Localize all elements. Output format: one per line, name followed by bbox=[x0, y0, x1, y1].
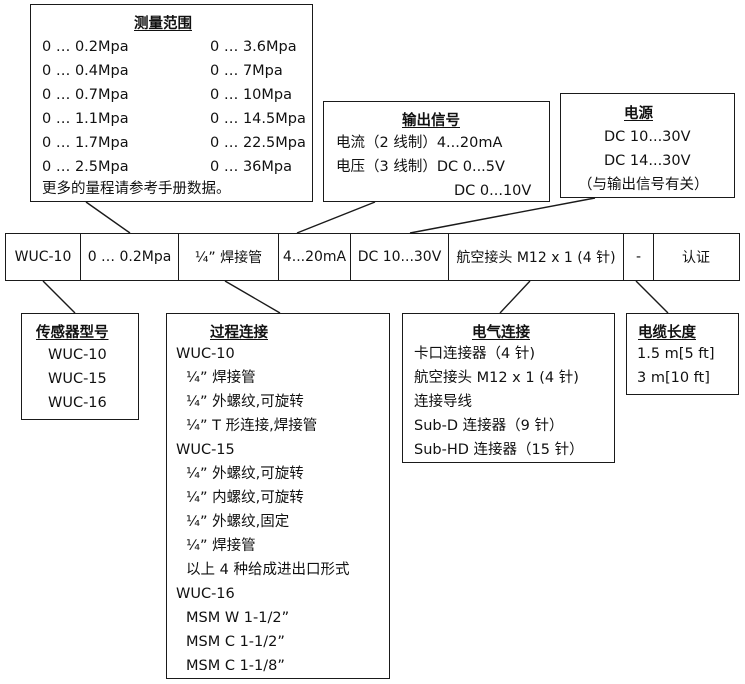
process-line: ¼” 焊接管 bbox=[186, 538, 256, 554]
model-cell-range: 0 … 0.2Mpa bbox=[81, 234, 179, 280]
cable-line: 3 m[10 ft] bbox=[637, 370, 710, 386]
process-line: ¼” 外螺纹,固定 bbox=[186, 514, 290, 530]
electric-line: 卡口连接器（4 针) bbox=[414, 346, 535, 362]
connector-sensor bbox=[42, 280, 76, 314]
range-item: 0 … 3.6Mpa bbox=[210, 39, 297, 55]
process-line: ¼” 焊接管 bbox=[186, 370, 256, 386]
connector-range bbox=[85, 201, 131, 234]
range-item: 0 … 7Mpa bbox=[210, 63, 283, 79]
process-line: ¼” T 形连接,焊接管 bbox=[186, 418, 318, 434]
process-box-title: 过程连接 bbox=[210, 325, 268, 341]
process-line: ¼” 外螺纹,可旋转 bbox=[186, 394, 304, 410]
process-line: MSM W 1-1/2” bbox=[186, 610, 290, 626]
output-box bbox=[323, 101, 550, 202]
cable-box-title: 电缆长度 bbox=[638, 325, 696, 341]
model-cell-certification: 认证 bbox=[682, 250, 710, 266]
range-item: 0 … 2.5Mpa bbox=[42, 159, 129, 175]
model-cell-output: 4...20mA bbox=[279, 234, 351, 280]
output-line: 电流（2 线制）4...20mA bbox=[336, 135, 503, 151]
power-line: DC 10...30V bbox=[604, 129, 691, 145]
range-item: 0 … 1.7Mpa bbox=[42, 135, 129, 151]
range-item: 0 … 0.2Mpa bbox=[42, 39, 129, 55]
connector-output bbox=[296, 201, 376, 234]
electric-line: 航空接头 M12 x 1 (4 针) bbox=[414, 370, 579, 386]
cable-box bbox=[626, 313, 739, 395]
connector-electric bbox=[499, 280, 531, 314]
range-item: 0 … 10Mpa bbox=[210, 87, 292, 103]
output-box-title: 输出信号 bbox=[402, 113, 460, 129]
process-line: WUC-10 bbox=[176, 346, 235, 362]
model-cell-sensor: WUC-10 bbox=[6, 234, 81, 280]
process-box bbox=[166, 313, 390, 679]
output-line: 电压（3 线制）DC 0...5V bbox=[336, 159, 505, 175]
electric-line: Sub-HD 连接器（15 针） bbox=[414, 442, 584, 458]
process-line: 以上 4 种给成进出口形式 bbox=[186, 562, 350, 578]
model-cell-power: DC 10...30V bbox=[351, 234, 449, 280]
connector-process bbox=[224, 280, 281, 314]
power-line: DC 14...30V bbox=[604, 153, 691, 169]
cable-line: 1.5 m[5 ft] bbox=[637, 346, 715, 362]
process-line: ¼” 外螺纹,可旋转 bbox=[186, 466, 304, 482]
electric-line: Sub-D 连接器（9 针） bbox=[414, 418, 564, 434]
sensor-model: WUC-10 bbox=[48, 347, 107, 363]
process-line: WUC-16 bbox=[176, 586, 235, 602]
model-cell-electric: 航空接头 M12 x 1 (4 针) bbox=[449, 234, 624, 280]
range-item: 0 … 0.4Mpa bbox=[42, 63, 129, 79]
process-line: WUC-15 bbox=[176, 442, 235, 458]
range-item: 0 … 0.7Mpa bbox=[42, 87, 129, 103]
electric-line: 连接导线 bbox=[414, 394, 472, 410]
model-cell-process: ¼” 焊接管 bbox=[179, 234, 279, 280]
output-line: DC 0...10V bbox=[454, 183, 532, 199]
power-line: （与输出信号有关） bbox=[578, 177, 709, 193]
connector-power bbox=[409, 197, 596, 234]
range-note: 更多的量程请参考手册数据。 bbox=[42, 181, 231, 197]
process-line: MSM C 1-1/2” bbox=[186, 634, 285, 650]
range-item: 0 … 36Mpa bbox=[210, 159, 292, 175]
sensor-box bbox=[21, 313, 139, 420]
range-item: 0 … 14.5Mpa bbox=[210, 111, 306, 127]
range-item: 0 … 22.5Mpa bbox=[210, 135, 306, 151]
sensor-box-title: 传感器型号 bbox=[36, 325, 109, 341]
sensor-model: WUC-16 bbox=[48, 395, 107, 411]
power-box-title: 电源 bbox=[624, 106, 653, 122]
sensor-model: WUC-15 bbox=[48, 371, 107, 387]
connector-cable bbox=[635, 280, 669, 314]
power-box bbox=[560, 93, 735, 198]
electric-box bbox=[402, 313, 615, 463]
range-box bbox=[30, 4, 313, 202]
electric-box-title: 电气连接 bbox=[472, 325, 530, 341]
range-box-title: 测量范围 bbox=[134, 16, 192, 32]
process-line: ¼” 内螺纹,可旋转 bbox=[186, 490, 304, 506]
model-code-bar: WUC-10 0 … 0.2Mpa ¼” 焊接管 4...20mA DC 10.… bbox=[5, 233, 740, 281]
range-item: 0 … 1.1Mpa bbox=[42, 111, 129, 127]
model-cell-cable: - bbox=[624, 234, 654, 280]
process-line: MSM C 1-1/8” bbox=[186, 658, 285, 674]
